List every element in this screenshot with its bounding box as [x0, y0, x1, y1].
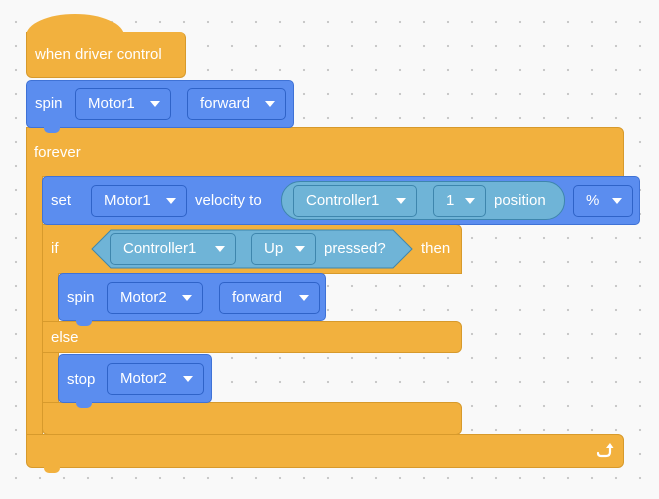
set-command: set	[51, 192, 72, 209]
set-axis-dropdown[interactable]: 1	[433, 185, 486, 217]
set-velocity-block[interactable]: set Motor1 velocity to position Controll…	[42, 176, 640, 225]
spin2-direction-dropdown[interactable]: forward	[219, 282, 320, 314]
spin1-motor-dropdown[interactable]: Motor1	[75, 88, 171, 120]
spin1-direction-value: forward	[200, 95, 251, 112]
hat-block[interactable]: when driver control	[26, 32, 186, 78]
if-controller-dropdown[interactable]: Controller1	[110, 233, 236, 265]
pressed-text: pressed?	[324, 240, 386, 257]
spin1-direction-dropdown[interactable]: forward	[187, 88, 286, 120]
if-button-dropdown[interactable]: Up	[251, 233, 316, 265]
forever-block-top[interactable]	[26, 127, 624, 177]
else-bar	[42, 321, 462, 353]
spin1-notch	[44, 127, 60, 133]
chevron-down-icon	[265, 101, 275, 107]
if-controller-value: Controller1	[123, 240, 197, 257]
chevron-down-icon	[299, 295, 309, 301]
forever-block-arm	[26, 176, 43, 438]
spin1-motor-value: Motor1	[88, 95, 135, 112]
velocity-to-text: velocity to	[195, 192, 262, 209]
if-block-bottom	[42, 402, 462, 435]
stop-notch	[76, 402, 92, 408]
chevron-down-icon	[215, 246, 225, 252]
position-text: position	[494, 192, 546, 209]
spin-motor1-block[interactable]: spin Motor1 forward	[26, 80, 294, 128]
hat-label: when driver control	[35, 46, 162, 63]
forever-notch	[44, 467, 60, 473]
if-button-value: Up	[264, 240, 284, 257]
spin2-notch	[76, 320, 92, 326]
chevron-down-icon	[465, 198, 475, 204]
set-unit-dropdown[interactable]: %	[573, 185, 633, 217]
spin2-direction-value: forward	[232, 289, 283, 306]
if-label: if	[51, 240, 59, 257]
chevron-down-icon	[183, 376, 193, 382]
chevron-down-icon	[612, 198, 622, 204]
stop-motor-value: Motor2	[120, 370, 167, 387]
set-unit-value: %	[586, 192, 600, 209]
set-controller-dropdown[interactable]: Controller1	[293, 185, 417, 217]
set-motor-dropdown[interactable]: Motor1	[91, 185, 187, 217]
chevron-down-icon	[166, 198, 176, 204]
loop-arrow-icon	[594, 440, 614, 460]
spin-motor2-block[interactable]: spin Motor2 forward	[58, 273, 326, 321]
stop-command: stop	[67, 371, 96, 388]
set-motor-value: Motor1	[104, 192, 151, 209]
stop-motor2-block[interactable]: stop Motor2	[58, 354, 212, 403]
set-controller-value: Controller1	[306, 192, 380, 209]
spin2-command: spin	[67, 289, 95, 306]
chevron-down-icon	[150, 101, 160, 107]
chevron-down-icon	[295, 246, 305, 252]
spin2-motor-dropdown[interactable]: Motor2	[107, 282, 203, 314]
spin1-command: spin	[35, 95, 63, 112]
chevron-down-icon	[396, 198, 406, 204]
set-axis-value: 1	[446, 192, 455, 209]
chevron-down-icon	[182, 295, 192, 301]
forever-label: forever	[34, 144, 81, 161]
forever-block-bottom	[26, 434, 624, 468]
then-label: then	[421, 240, 451, 257]
stop-motor-dropdown[interactable]: Motor2	[107, 363, 204, 395]
spin2-motor-value: Motor2	[120, 289, 167, 306]
else-label: else	[51, 329, 79, 346]
